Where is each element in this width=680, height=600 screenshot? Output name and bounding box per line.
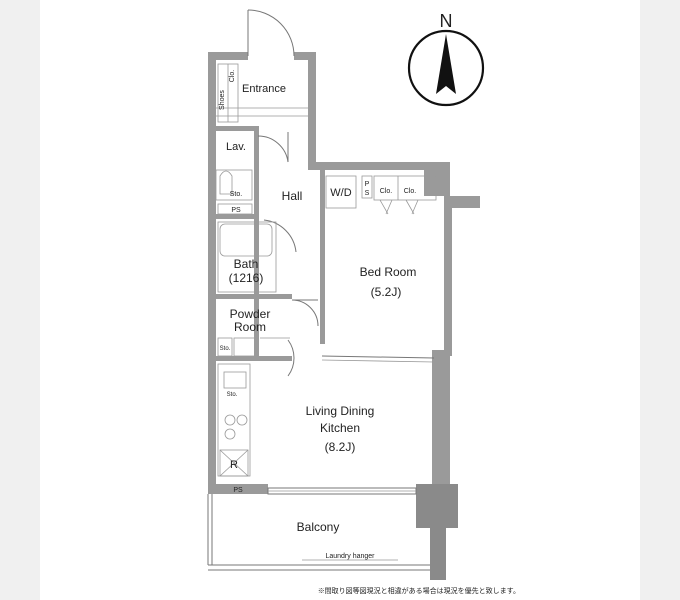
label-bed-2: (5.2J) (371, 285, 402, 299)
label-ps-kitchen: PS (233, 487, 243, 494)
label-clo-entrance: Clo. (229, 70, 236, 83)
lav-door (257, 135, 289, 163)
label-clo-bed-2: Clo. (404, 188, 417, 195)
label-bath-2: (1216) (229, 271, 264, 285)
label-living-2: Kitchen (320, 421, 360, 435)
label-sto-powder: Sto. (220, 346, 231, 352)
label-ps-lav: PS (231, 207, 241, 214)
label-living-3: (8.2J) (325, 440, 356, 454)
label-wd: W/D (330, 187, 351, 199)
label-sto-kitchen: Sto. (227, 392, 238, 398)
label-p: P (365, 181, 370, 188)
washer-dryer-space (325, 175, 357, 209)
floor-plan-sheet: N (40, 0, 640, 600)
label-fridge: R (230, 459, 238, 471)
balcony (207, 494, 430, 571)
label-hall: Hall (282, 189, 303, 203)
label-clo-bed-1: Clo. (380, 188, 393, 195)
label-sto-lav: Sto. (230, 191, 243, 198)
label-balcony: Balcony (297, 520, 340, 534)
bath-door (263, 219, 297, 253)
compass-icon: N (407, 11, 485, 107)
label-powder-2: Room (234, 320, 266, 334)
label-shoes: Shoes (219, 90, 226, 110)
disclaimer-note: ※間取り図等図現況と相違がある場合は現況を優先と致します。 (318, 586, 520, 595)
label-entrance: Entrance (242, 83, 286, 95)
label-laundry: Laundry hanger (325, 553, 375, 560)
bathtub (219, 223, 273, 257)
walls (208, 52, 480, 580)
entrance-door (216, 9, 308, 117)
label-powder-1: Powder (230, 307, 271, 321)
label-bed-1: Bed Room (360, 265, 417, 279)
label-living-1: Living Dining (306, 404, 375, 418)
label-lav: Lav. (226, 141, 246, 153)
label-s: S (365, 190, 370, 197)
ldk-door (287, 339, 295, 377)
label-bath-1: Bath (234, 257, 259, 271)
floor-plan: N (207, 9, 520, 595)
powder-door (291, 299, 319, 327)
compass-letter: N (440, 11, 453, 31)
